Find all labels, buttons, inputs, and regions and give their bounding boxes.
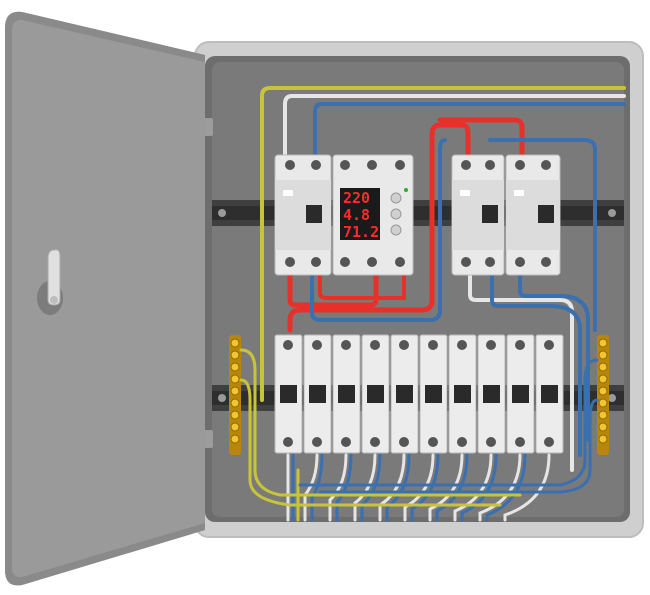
circuit-breaker: [535, 334, 564, 454]
breaker-row: [274, 334, 564, 454]
terminal-block-right: [597, 335, 609, 455]
circuit-breaker: [274, 334, 303, 454]
door-hinges: [203, 118, 213, 448]
meter-current: 4.8: [343, 206, 370, 224]
panel-door[interactable]: [5, 11, 205, 586]
circuit-breaker: [448, 334, 477, 454]
circuit-breaker: [419, 334, 448, 454]
rcd-right-1: [451, 154, 505, 276]
meter-frequency: 71.2: [343, 223, 379, 241]
circuit-breaker: [477, 334, 506, 454]
top-modules: 220 4.8 71.2: [274, 154, 561, 276]
circuit-breaker: [506, 334, 535, 454]
voltmeter-module: 220 4.8 71.2: [332, 154, 414, 276]
circuit-breaker: [390, 334, 419, 454]
meter-voltage: 220: [343, 189, 370, 207]
terminal-block-left: [229, 335, 241, 455]
circuit-breaker: [303, 334, 332, 454]
circuit-breaker: [361, 334, 390, 454]
rcd-right-2: [505, 154, 561, 276]
circuit-breaker: [332, 334, 361, 454]
incoming-wires: [260, 86, 626, 472]
rcd-left: [274, 154, 332, 276]
outgoing-wires: [239, 348, 599, 522]
door-handle[interactable]: [37, 249, 63, 315]
